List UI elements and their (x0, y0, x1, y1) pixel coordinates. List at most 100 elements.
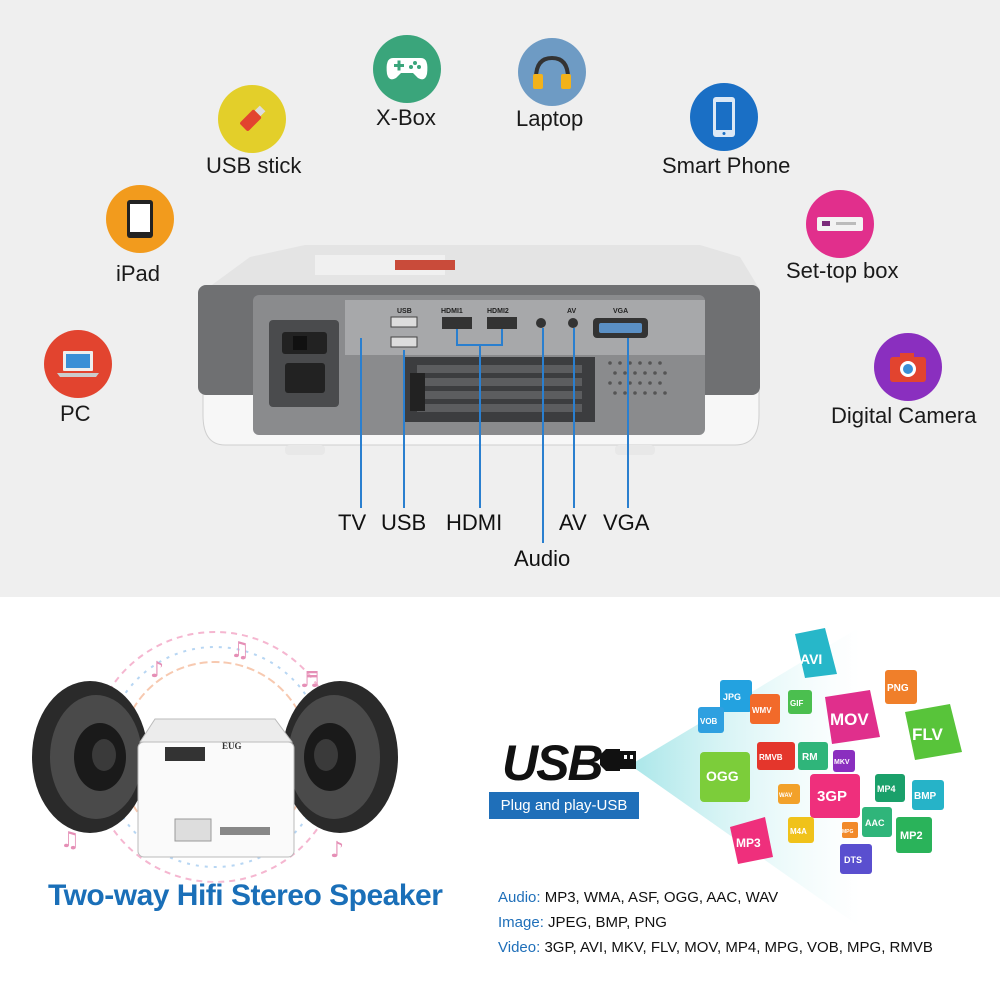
device-label: Set-top box (786, 258, 899, 283)
device-settop-box: Set-top box (784, 190, 914, 290)
svg-text:MOV: MOV (830, 710, 869, 729)
device-ipad: iPad (104, 185, 184, 286)
stereo-speaker-illustration: ♫♪♬♩♪♫ EUG (32, 631, 398, 883)
supported-key: Image: (498, 914, 544, 931)
format-icon-mov: MOV (825, 690, 880, 744)
svg-text:JPG: JPG (723, 692, 741, 702)
svg-text:VOB: VOB (700, 717, 718, 726)
audio-connector-line (542, 328, 544, 543)
svg-text:AAC: AAC (865, 818, 885, 828)
projector-brand: EUG (222, 741, 242, 751)
format-icon-mp3: MP3 (730, 817, 773, 864)
format-icon-mpg: MPG (842, 822, 858, 838)
media-format-icons: AVI JPG PNG GIF VOB WMV MOV FLV RMVB RM … (698, 628, 962, 874)
svg-text:DTS: DTS (844, 855, 862, 865)
device-laptop: Laptop (512, 38, 602, 133)
av-connector-line (573, 328, 575, 508)
panel-label-hdmi1: HDMI1 (441, 308, 463, 315)
svg-text:♫: ♫ (60, 828, 80, 853)
panel-label-hdmi2: HDMI2 (487, 308, 509, 315)
headphones-icon (518, 38, 586, 106)
format-icon-avi: AVI (795, 628, 837, 678)
svg-text:MP3: MP3 (736, 836, 761, 850)
format-icon-gif: GIF (788, 690, 812, 714)
phone-icon (690, 83, 758, 151)
usb-stick-icon (218, 85, 286, 153)
format-icon-bmp: BMP (912, 780, 944, 810)
device-label: USB stick (206, 153, 302, 178)
supported-key: Audio: (498, 889, 541, 906)
vga-connector-line (627, 338, 629, 508)
svg-text:WMV: WMV (752, 706, 772, 715)
svg-text:FLV: FLV (912, 725, 944, 744)
supported-value: 3GP, AVI, MKV, FLV, MOV, MP4, MPG, VOB, … (544, 939, 933, 956)
port-label-hdmi: HDMI (446, 510, 503, 535)
hdmi-connector-line (479, 345, 481, 508)
device-usb-stick: USB stick (206, 85, 316, 185)
features-panel: ♫♪♬♩♪♫ EUG Two-way Hifi Stereo Speaker U… (0, 597, 1000, 1000)
format-icon-m4a: M4A (788, 817, 814, 843)
device-label: iPad (116, 261, 161, 286)
format-icon-ogg: OGG (700, 752, 750, 802)
gamepad-icon (373, 35, 441, 103)
port-label-tv: TV (338, 510, 367, 535)
tv-connector-line (360, 338, 362, 508)
svg-text:BMP: BMP (914, 791, 937, 802)
tablet-icon (106, 185, 174, 253)
port-label-vga: VGA (603, 510, 650, 535)
plug-and-play-badge: Plug and play-USB (489, 792, 639, 819)
svg-text:♪: ♪ (150, 658, 164, 683)
format-icon-vob: VOB (698, 707, 724, 733)
speaker-caption: Two-way Hifi Stereo Speaker (48, 879, 443, 912)
svg-text:3GP: 3GP (817, 788, 847, 805)
format-icon-wmv: WMV (750, 694, 780, 724)
supported-image: Image: JPEG, BMP, PNG (498, 914, 667, 931)
svg-text:♬: ♬ (300, 668, 320, 693)
svg-text:RMVB: RMVB (759, 753, 783, 762)
connectivity-panel: X-Box Laptop USB stick Smart Phone iPad … (0, 0, 1000, 597)
laptop-icon (44, 330, 112, 398)
format-icon-mp4: MP4 (875, 774, 905, 802)
svg-text:♪: ♪ (330, 838, 344, 863)
device-pc: PC (42, 330, 122, 430)
device-smart-phone: Smart Phone (660, 83, 800, 183)
format-icon-mkv: MKV (833, 750, 855, 772)
supported-value: MP3, WMA, ASF, OGG, AAC, WAV (544, 889, 779, 906)
format-icon-wav: WAV (778, 784, 800, 804)
svg-text:MP2: MP2 (900, 830, 923, 842)
svg-text:M4A: M4A (790, 827, 807, 836)
svg-text:MKV: MKV (834, 759, 850, 766)
device-label: Laptop (516, 106, 584, 131)
device-label: Digital Camera (831, 403, 977, 428)
svg-text:OGG: OGG (706, 768, 739, 784)
svg-text:RM: RM (802, 752, 818, 763)
format-icon-rmvb: RMVB (757, 742, 795, 770)
svg-text:WAV: WAV (779, 793, 792, 799)
device-digital-camera: Digital Camera (830, 333, 990, 433)
panel-label-usb: USB (397, 308, 412, 315)
format-icon-mp2: MP2 (896, 817, 932, 853)
format-icon-rm: RM (798, 742, 828, 770)
format-icon-jpg: JPG (720, 680, 752, 712)
svg-text:GIF: GIF (790, 699, 803, 708)
panel-label-vga: VGA (613, 308, 628, 315)
port-label-av: AV (559, 510, 587, 535)
device-xbox: X-Box (368, 35, 448, 130)
usb-connector-line (403, 350, 405, 508)
supported-video: Video: 3GP, AVI, MKV, FLV, MOV, MP4, MPG… (498, 939, 933, 956)
svg-text:PNG: PNG (887, 683, 909, 694)
camera-icon (874, 333, 942, 401)
format-icon-png: PNG (885, 670, 917, 704)
supported-key: Video: (498, 939, 541, 956)
projector-rear-panel: USB HDMI1 HDMI2 AV VGA (198, 245, 760, 455)
format-icon-3gp: 3GP (810, 774, 860, 818)
usb-logo: USB (502, 735, 604, 791)
port-label-usb: USB (381, 510, 427, 535)
device-label: X-Box (376, 105, 436, 130)
device-label: Smart Phone (662, 153, 791, 178)
format-icon-dts: DTS (840, 844, 872, 874)
svg-text:♫: ♫ (230, 638, 250, 663)
device-label: PC (60, 401, 91, 426)
format-icon-aac: AAC (862, 807, 892, 837)
usb-plug-icon (600, 749, 636, 771)
